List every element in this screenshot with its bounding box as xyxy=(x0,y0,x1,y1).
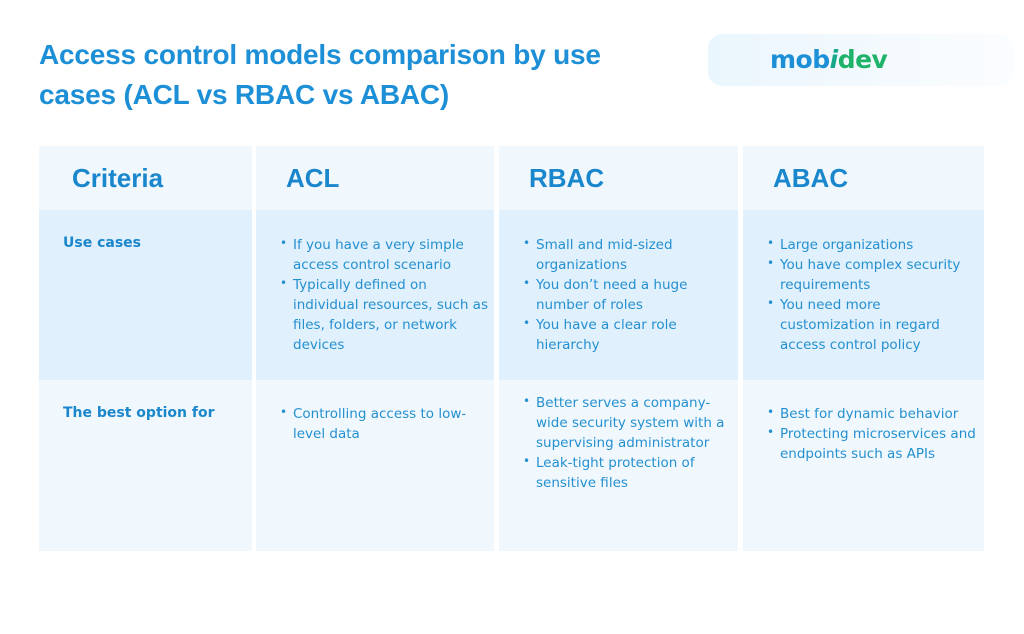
list-item: Controlling access to low-level data xyxy=(280,402,488,444)
list-item: Better serves a company-wide security sy… xyxy=(523,391,732,453)
row-best-option-rbac: Better serves a company-wide security sy… xyxy=(499,380,738,551)
header-cell-acl: ACL xyxy=(256,146,494,210)
list-item: Large organizations xyxy=(767,233,978,255)
list-item: You have a clear role hierarchy xyxy=(523,313,732,355)
row-best-option-acl: Controlling access to low-level data xyxy=(256,380,494,551)
list-item: If you have a very simple access control… xyxy=(280,233,488,275)
header-cell-abac: ABAC xyxy=(743,146,984,210)
bullet-list: Best for dynamic behavior Protecting mic… xyxy=(767,402,978,464)
list-item: You need more customization in regard ac… xyxy=(767,293,978,355)
bullet-list: If you have a very simple access control… xyxy=(280,233,488,355)
row-use-cases-criterion: Use cases xyxy=(39,210,252,380)
bullet-list: Small and mid-sized organizations You do… xyxy=(523,233,732,355)
header-cell-rbac: RBAC xyxy=(499,146,738,210)
row-use-cases-acl: If you have a very simple access control… xyxy=(256,210,494,380)
row-use-cases-abac: Large organizations You have complex sec… xyxy=(743,210,984,380)
list-item: Best for dynamic behavior xyxy=(767,402,978,424)
list-item: Protecting microservices and endpoints s… xyxy=(767,422,978,464)
comparison-table: Criteria ACL RBAC ABAC Use cases If you … xyxy=(39,146,984,551)
bullet-list: Better serves a company-wide security sy… xyxy=(523,391,732,493)
list-item: Small and mid-sized organizations xyxy=(523,233,732,275)
bullet-list: Large organizations You have complex sec… xyxy=(767,233,978,355)
list-item: You don’t need a huge number of roles xyxy=(523,273,732,315)
mobidev-logo: mobidev xyxy=(770,45,888,74)
row-use-cases-rbac: Small and mid-sized organizations You do… xyxy=(499,210,738,380)
bullet-list: Controlling access to low-level data xyxy=(280,402,488,444)
list-item: You have complex security requirements xyxy=(767,253,978,295)
page-title: Access control models comparison by use … xyxy=(39,39,601,110)
header-cell-criteria: Criteria xyxy=(39,146,252,210)
logo-container: mobidev xyxy=(708,34,1014,86)
row-best-option-criterion: The best option for xyxy=(39,380,252,551)
row-best-option-abac: Best for dynamic behavior Protecting mic… xyxy=(743,380,984,551)
list-item: Typically defined on individual resource… xyxy=(280,273,488,355)
list-item: Leak-tight protection of sensitive files xyxy=(523,451,732,493)
